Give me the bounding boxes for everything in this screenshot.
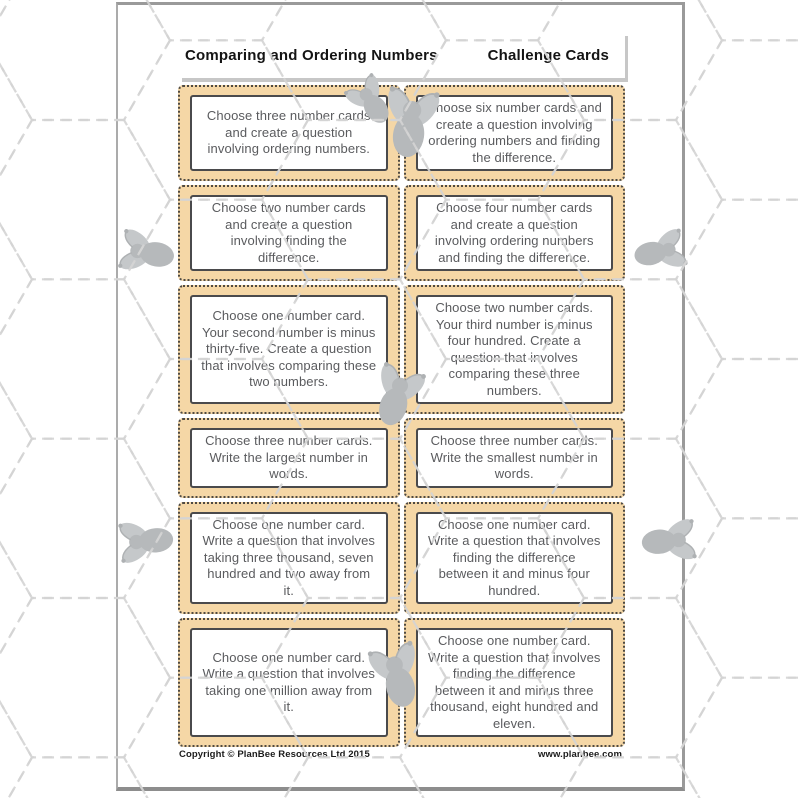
card-panel: Choose three number cards and create a q…	[190, 95, 388, 171]
hexagon-outline	[674, 517, 798, 679]
hexagon-outline	[0, 381, 34, 497]
card-text: Choose six number cards and create a que…	[426, 100, 602, 165]
card-panel: Choose three number cards. Write the lar…	[190, 428, 388, 488]
website-text: www.planbee.com	[537, 749, 622, 760]
card-panel: Choose one number card. Write a question…	[415, 628, 613, 737]
card-panel: Choose two number cards and create a que…	[190, 195, 388, 271]
card-text: Choose three number cards and create a q…	[206, 108, 371, 157]
card-text: Choose one number card. Your second numb…	[201, 308, 377, 390]
card-panel: Choose two number cards. Your third numb…	[415, 295, 613, 404]
hexagon-outline	[674, 39, 798, 201]
card-text: Choose two number cards and create a que…	[211, 200, 366, 265]
hexagon-outline	[0, 62, 34, 178]
challenge-card: Choose three number cards. Write the lar…	[178, 418, 400, 498]
challenge-card: Choose two number cards and create a que…	[178, 185, 400, 281]
card-text: Choose one number card. Write a question…	[202, 649, 376, 715]
hexagon-outline	[697, 0, 798, 42]
challenge-card: Choose one number card. Write a question…	[178, 501, 400, 614]
hexagon-outline	[674, 357, 798, 520]
card-text: Choose three number cards. Write the sma…	[430, 433, 598, 481]
card-panel: Choose six number cards and create a que…	[415, 95, 613, 171]
card-panel: Choose four number cards and create a qu…	[415, 195, 613, 271]
challenge-card: Choose six number cards and create a que…	[403, 85, 625, 181]
hexagon-outline	[674, 198, 798, 361]
card-text: Choose one number card. Write a question…	[427, 633, 601, 731]
hexagon-outline	[674, 676, 798, 798]
footer: Copyright © PlanBee Resources Ltd 2015 w…	[179, 749, 622, 760]
card-panel: Choose one number card. Write a question…	[190, 628, 388, 737]
card-text: Choose two number cards. Your third numb…	[435, 300, 594, 398]
card-panel: Choose three number cards. Write the sma…	[415, 428, 613, 488]
hexagon-outline	[0, 699, 34, 798]
card-panel: Choose one number card. Your second numb…	[190, 295, 388, 404]
challenge-card: Choose one number card. Your second numb…	[178, 285, 400, 414]
challenge-card: Choose one number card. Write a question…	[403, 618, 625, 747]
challenge-card: Choose one number card. Write a question…	[403, 501, 625, 614]
challenge-card-grid: Choose three number cards and create a q…	[178, 85, 625, 747]
page-title: Comparing and Ordering Numbers	[185, 46, 438, 64]
challenge-card: Choose three number cards. Write the sma…	[403, 418, 625, 498]
card-panel: Choose one number card. Write a question…	[190, 511, 388, 604]
card-panel: Choose one number card. Write a question…	[415, 511, 613, 604]
challenge-card: Choose four number cards and create a qu…	[403, 185, 625, 281]
hexagon-outline	[0, 540, 34, 656]
challenge-card: Choose one number card. Write a question…	[178, 618, 400, 747]
challenge-card: Choose three number cards and create a q…	[178, 85, 400, 181]
card-text: Choose one number card. Write a question…	[202, 516, 376, 598]
card-text: Choose three number cards. Write the lar…	[205, 433, 373, 481]
challenge-card: Choose two number cards. Your third numb…	[403, 285, 625, 414]
card-text: Choose four number cards and create a qu…	[434, 200, 594, 265]
page-subtitle: Challenge Cards	[487, 46, 609, 64]
copyright-text: Copyright © PlanBee Resources Ltd 2015	[179, 749, 370, 760]
header-panel: Comparing and Ordering Numbers Challenge…	[179, 32, 625, 78]
hexagon-outline	[0, 0, 11, 19]
card-text: Choose one number card. Write a question…	[427, 516, 601, 598]
hexagon-outline	[0, 221, 34, 337]
